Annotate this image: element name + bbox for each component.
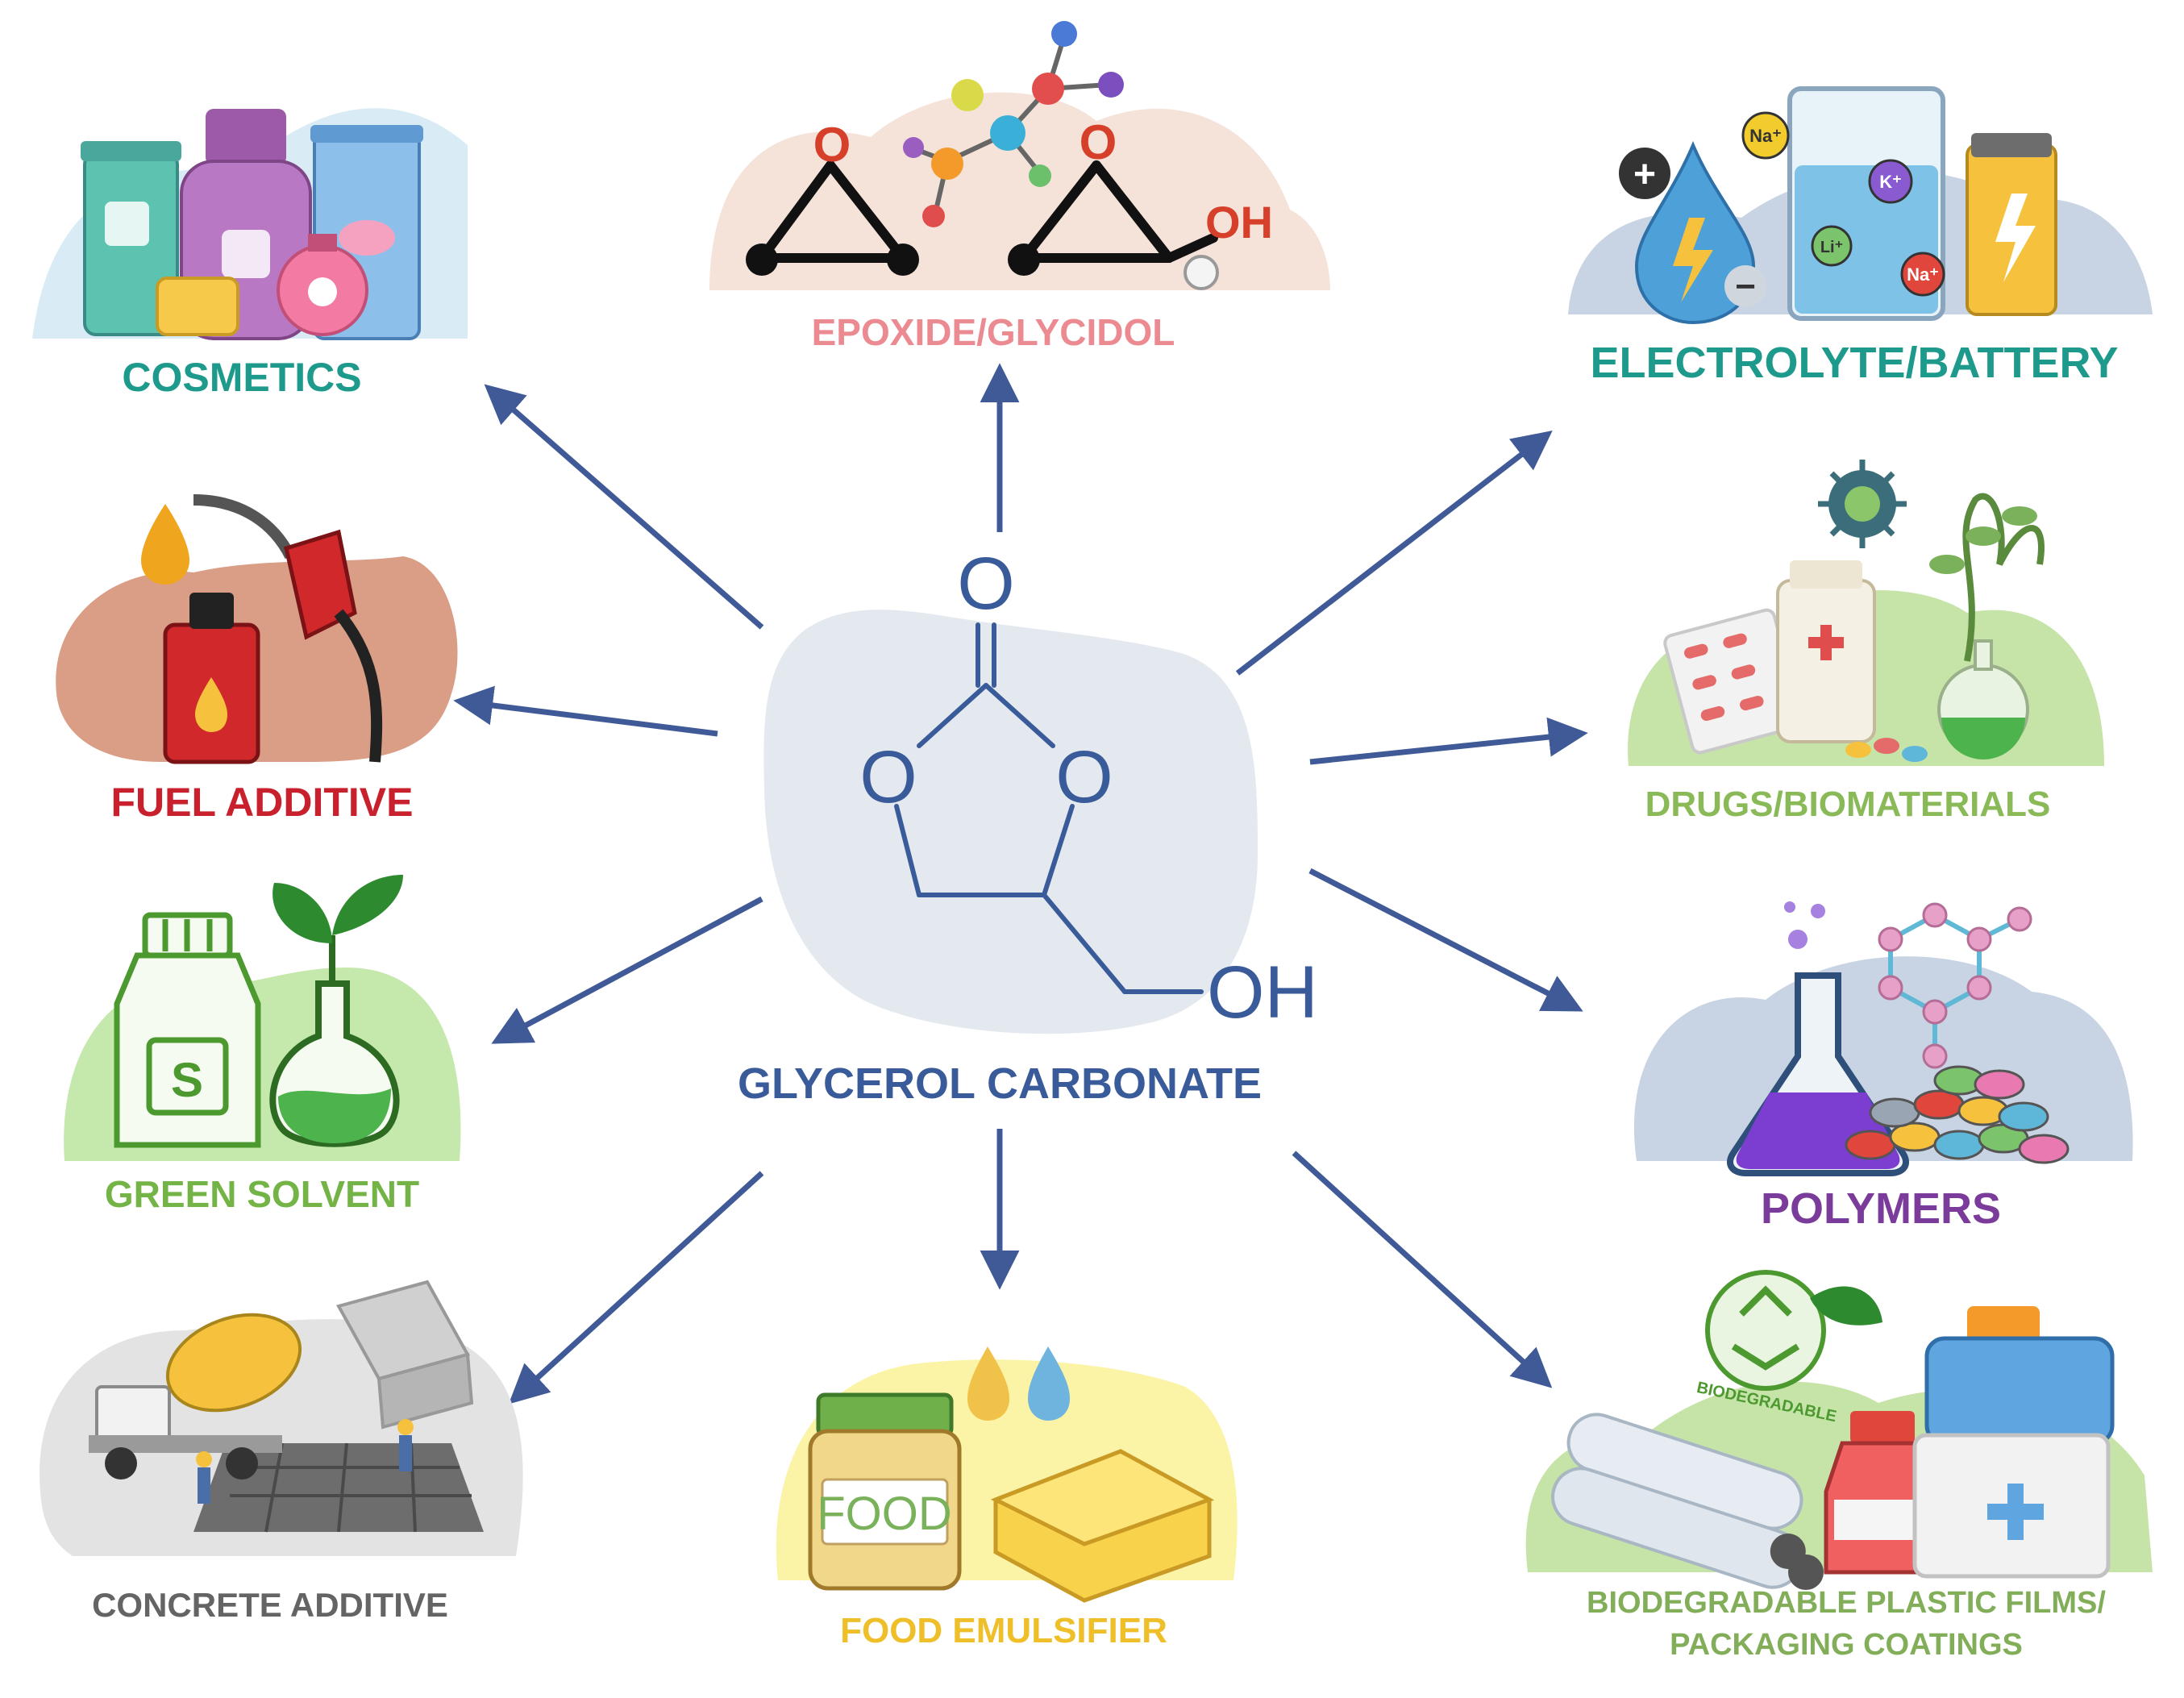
- biodegradable-panel: BIODEGRADABLE BIODEGRADABLE PLASTIC FILM…: [1525, 1270, 2153, 1662]
- concrete-illustration: [40, 1280, 523, 1556]
- arrow-to-fuel: [453, 685, 718, 737]
- arrow-to-drugs: [1309, 717, 1588, 765]
- center-molecule: O O O OH GLYCEROL CARBONATE: [738, 543, 1318, 1108]
- recycle-badge: [1705, 1270, 1882, 1391]
- ion-k: K⁺: [1879, 172, 1902, 192]
- fuel-illustration: [56, 494, 458, 764]
- epoxide-oxygen-left: O: [813, 118, 851, 172]
- pill-pack: [1663, 608, 1803, 755]
- bond-ch-o: [1042, 804, 1075, 897]
- concrete-panel: CONCRETE ADDITIVE: [40, 1280, 523, 1624]
- concrete-label: CONCRETE ADDITIVE: [92, 1586, 448, 1624]
- electrolyte-label: ELECTROLYTE/BATTERY: [1590, 339, 2118, 387]
- ion-na-1: Na⁺: [1749, 126, 1782, 146]
- ring-oxygen-left: O: [859, 736, 917, 818]
- biodegradable-illustration: [1525, 1270, 2153, 1590]
- solvent-illustration: [64, 875, 461, 1161]
- center-blob: [763, 610, 1258, 1034]
- epoxide-oxygen-right: O: [1080, 115, 1117, 169]
- virus-icon: [1818, 460, 1907, 548]
- hydroxyl-group: OH: [1207, 951, 1318, 1034]
- polymers-label: POLYMERS: [1761, 1184, 2001, 1233]
- ion-li: Li⁺: [1820, 239, 1843, 256]
- bond-ch-ch2oh: [1042, 893, 1127, 994]
- drugs-panel: DRUGS/BIOMATERIALS: [1628, 460, 2104, 824]
- electrolyte-panel: + − Na⁺ K⁺ Na⁺ Li⁺ ELECTROLYTE/BATTERY: [1568, 86, 2153, 387]
- ion-na-2: Na⁺: [1907, 264, 1939, 285]
- arrow-to-concrete: [508, 1171, 764, 1405]
- food-label: FOOD EMULSIFIER: [840, 1611, 1167, 1650]
- biodegradable-label-line1: BIODEGRADABLE PLASTIC FILMS/: [1587, 1586, 2106, 1620]
- arrow-to-biodegradable: [1292, 1151, 1553, 1388]
- epoxide-illustration: [709, 21, 1330, 290]
- glycidol-hydroxyl: OH: [1205, 197, 1273, 248]
- food-panel: FOOD FOOD EMULSIFIER: [776, 1346, 1238, 1650]
- carbonyl-oxygen: O: [957, 543, 1015, 625]
- epoxide-panel: O O OH EPOXIDE/GLYCIDOL: [709, 21, 1330, 353]
- arrow-to-cosmetics: [484, 384, 764, 630]
- ring-oxygen-right: O: [1055, 736, 1113, 818]
- arrow-to-electrolyte: [1235, 431, 1553, 676]
- solvent-panel: S GREEN SOLVENT: [64, 875, 461, 1215]
- center-title: GLYCEROL CARBONATE: [738, 1059, 1262, 1108]
- cosmetics-label: COSMETICS: [122, 355, 361, 400]
- drugs-illustration: [1628, 460, 2104, 766]
- polymers-illustration: [1633, 901, 2133, 1176]
- food-illustration: [776, 1346, 1238, 1603]
- arrows: [453, 363, 1588, 1405]
- biodegradable-label-line2: PACKAGING COATINGS: [1670, 1628, 2023, 1662]
- bond-c-o-right: [984, 683, 1055, 748]
- drugs-label: DRUGS/BIOMATERIALS: [1645, 784, 2051, 824]
- electrolyte-illustration: [1568, 86, 2153, 325]
- bond-o-ch2: [894, 804, 921, 897]
- solvent-label: GREEN SOLVENT: [105, 1173, 419, 1215]
- cosmetics-panel: COSMETICS: [32, 108, 468, 400]
- electrolyte-sign-minus: −: [1735, 267, 1756, 306]
- polymers-panel: POLYMERS: [1633, 901, 2133, 1233]
- electrolyte-sign-plus: +: [1633, 153, 1656, 196]
- arrow-to-solvent: [491, 896, 763, 1044]
- food-jar-text: FOOD: [817, 1488, 952, 1540]
- arrow-to-polymers: [1308, 868, 1583, 1012]
- bond-c-o-left: [917, 683, 988, 748]
- solvent-bottle-mark: S: [171, 1053, 203, 1107]
- epoxide-label: EPOXIDE/GLYCIDOL: [812, 311, 1175, 353]
- cosmetics-illustration: [32, 108, 468, 340]
- fuel-label: FUEL ADDITIVE: [110, 780, 413, 825]
- fuel-panel: FUEL ADDITIVE: [56, 494, 458, 825]
